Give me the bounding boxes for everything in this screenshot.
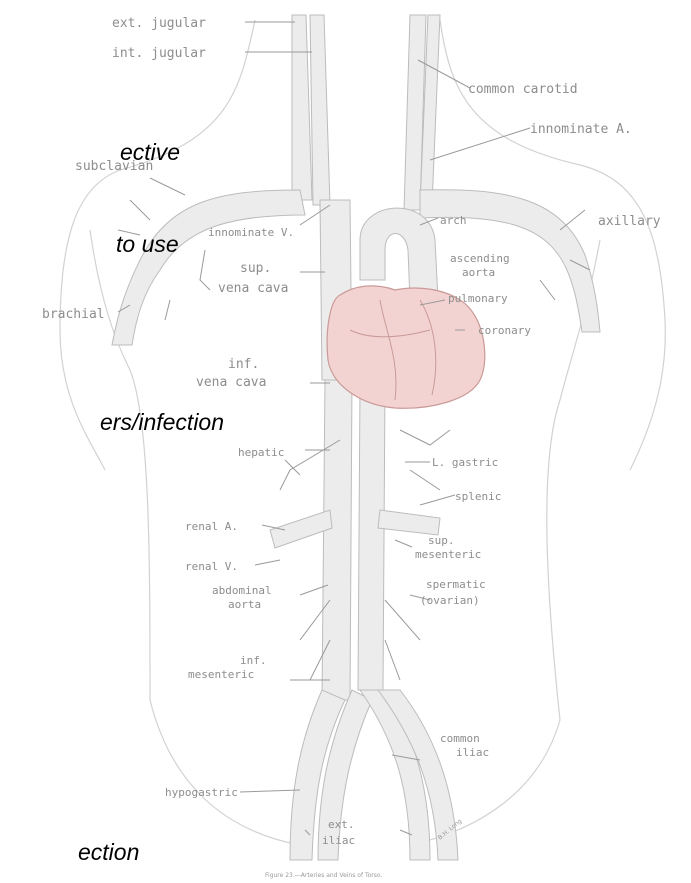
label-ext: ext. <box>328 818 355 831</box>
abdominal-aorta-vessel <box>358 385 385 690</box>
label-ext-jugular: ext. jugular <box>112 16 206 31</box>
label-sup: sup. <box>240 261 271 276</box>
label-ascending: ascending <box>450 252 510 265</box>
label-mesenteric: mesenteric <box>415 548 481 561</box>
label-hypogastric: hypogastric <box>165 786 238 799</box>
label-int-jugular: int. jugular <box>112 46 206 61</box>
int-jugular-vessel <box>310 15 330 205</box>
label-ovarian: (ovarian) <box>420 594 480 607</box>
label-abdominal: abdominal <box>212 584 272 597</box>
slide-text-line-2: to use <box>116 231 179 257</box>
label-splenic: splenic <box>455 490 501 503</box>
ext-jugular-vessel <box>292 15 312 200</box>
label-aorta: aorta <box>462 266 495 279</box>
label-brachial: brachial <box>42 307 105 322</box>
renal-vessel-right <box>378 510 440 535</box>
label-iliac-2: iliac <box>322 834 355 847</box>
label-vena-cava-sup: vena cava <box>218 281 288 296</box>
inf-vena-cava-vessel <box>322 380 352 700</box>
label-iliac: iliac <box>456 746 489 759</box>
label-innominate-v: innominate V. <box>208 226 294 239</box>
label-coronary: coronary <box>478 324 531 337</box>
label-renal-a: renal A. <box>185 520 238 533</box>
figure-caption: Figure 23.—Arteries and Veins of Torso. <box>265 872 382 879</box>
label-common-carotid: common carotid <box>468 82 578 97</box>
label-inf: inf. <box>228 357 259 372</box>
subclavian-vein-vessel <box>112 190 305 345</box>
label-common: common <box>440 732 480 745</box>
slide-text-overlay: ective to use ers/infection ection <box>78 139 224 865</box>
label-inf-2: inf. <box>240 654 267 667</box>
label-hepatic: hepatic <box>238 446 284 459</box>
label-mesenteric-2: mesenteric <box>188 668 254 681</box>
vessel-network <box>112 15 600 860</box>
label-arch: arch <box>440 214 467 227</box>
slide-text-line-1: ective <box>120 139 180 165</box>
slide-text-line-3: ers/infection <box>100 409 224 435</box>
slide-text-line-4: ection <box>78 839 139 865</box>
label-spermatic: spermatic <box>426 578 486 591</box>
label-sup-2: sup. <box>428 534 455 547</box>
label-renal-v: renal V. <box>185 560 238 573</box>
label-pulmonary: pulmonary <box>448 292 508 305</box>
label-innominate-a: innominate A. <box>530 122 632 137</box>
label-vena-cava-inf: vena cava <box>196 375 266 390</box>
label-aorta-2: aorta <box>228 598 261 611</box>
label-l-gastric: L. gastric <box>432 456 498 469</box>
label-axillary: axillary <box>598 214 661 229</box>
